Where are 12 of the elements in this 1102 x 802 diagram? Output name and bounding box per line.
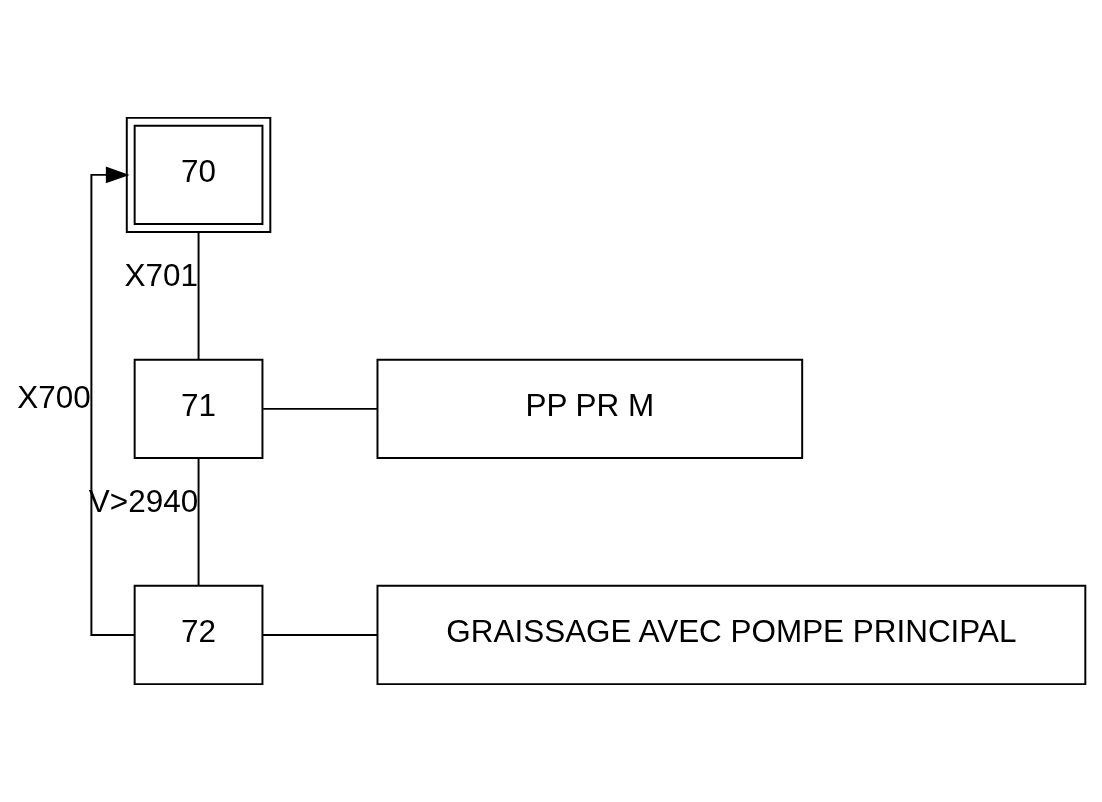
edge-label: X701 [124, 257, 198, 293]
connector [197, 457, 200, 587]
node-box: 70 [125, 116, 272, 233]
node-box: 71 [133, 358, 264, 459]
edge-label: X700 [17, 380, 91, 416]
connector [262, 407, 379, 410]
connector [197, 231, 200, 361]
node-box: 72 [133, 584, 264, 686]
node-box: GRAISSAGE AVEC POMPE PRINCIPAL [376, 584, 1087, 686]
node-box: PP PR M [376, 358, 804, 459]
connector [261, 634, 379, 636]
arrow [90, 166, 136, 636]
